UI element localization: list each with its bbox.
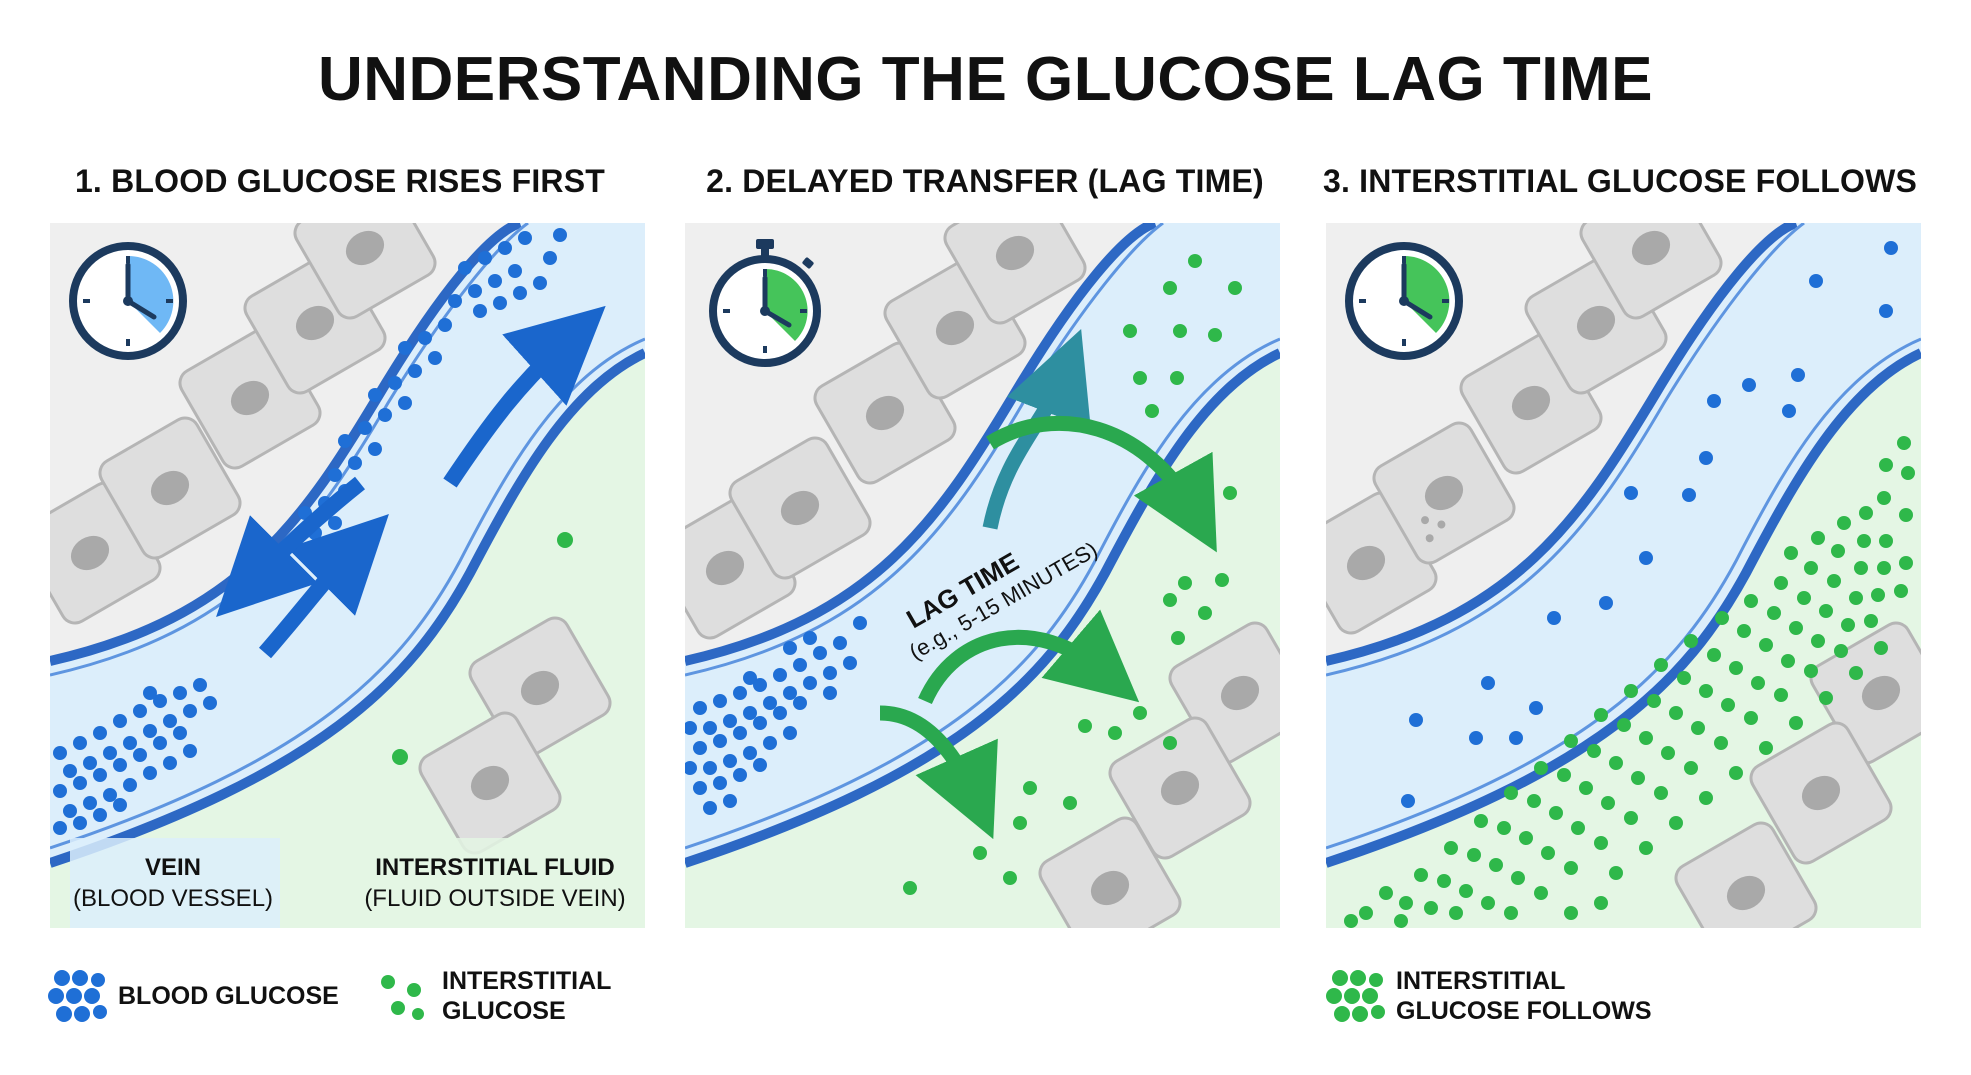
panel-blood-glucose-rises: VEIN (BLOOD VESSEL) INTERSTITIAL FLUID (… [50,223,645,928]
legend-blood-glucose: BLOOD GLUCOSE [48,966,378,1026]
vein-label: VEIN [145,854,201,881]
clock-icon [69,242,187,360]
blood-glucose-sparse [1401,241,1898,808]
interstitial-glucose-dots [392,532,573,765]
interstitial-glucose-swatch-icon [381,975,424,1020]
legend-interstitial-line1: INTERSTITIAL [442,967,612,995]
panel-2-illustration: LAG TIME (e.g., 5-15 MINUTES) [685,223,1280,928]
legend-follows-line1: INTERSTITIAL [1396,967,1566,995]
blood-glucose-swatch-icon [48,970,107,1022]
vein-sublabel: (BLOOD VESSEL) [73,885,273,912]
tissue-cells-lower [1674,621,1921,928]
legend-interstitial-follows: INTERSTITIAL GLUCOSE FOLLOWS [1326,966,1686,1026]
panel-1-illustration: VEIN (BLOOD VESSEL) INTERSTITIAL FLUID (… [50,223,645,928]
panel-interstitial-follows [1326,223,1921,928]
tissue-cells-upper [685,223,1087,640]
legend-follows-line2: GLUCOSE FOLLOWS [1396,997,1652,1025]
panel-delayed-transfer: LAG TIME (e.g., 5-15 MINUTES) [685,223,1280,928]
blood-flow-arrows [216,305,606,659]
vein [685,223,1280,868]
transfer-arrows [879,329,1217,840]
blood-glucose-cluster [685,616,867,815]
legend-interstitial-glucose: INTERSTITIAL GLUCOSE [378,966,668,1026]
tissue-cells-upper [1326,223,1723,635]
clock-icon [1345,242,1463,360]
panel-3-title: 3. INTERSTITIAL GLUCOSE FOLLOWS [1322,163,1918,199]
legend-blood-glucose-label: BLOOD GLUCOSE [118,982,339,1010]
stopwatch-icon [709,239,821,367]
legend-interstitial-line2: GLUCOSE [442,997,566,1025]
interstitial-glucose-dots [903,254,1242,895]
panel-1-title: 1. BLOOD GLUCOSE RISES FIRST [74,163,606,199]
tissue-cells-upper [50,223,437,625]
interstitial-glucose-cluster [1344,436,1915,928]
tissue-cells-lower [418,616,612,855]
fluid-sublabel: (FLUID OUTSIDE VEIN) [364,885,625,912]
tissue-cells-lower [1038,621,1280,928]
interstitial-follows-swatch-icon [1326,970,1385,1022]
panel-3-illustration [1326,223,1921,928]
panel-2-title: 2. DELAYED TRANSFER (LAG TIME) [706,163,1264,199]
page-title: UNDERSTANDING THE GLUCOSE LAG TIME [317,45,1654,114]
fluid-label: INTERSTITIAL FLUID [375,854,615,881]
